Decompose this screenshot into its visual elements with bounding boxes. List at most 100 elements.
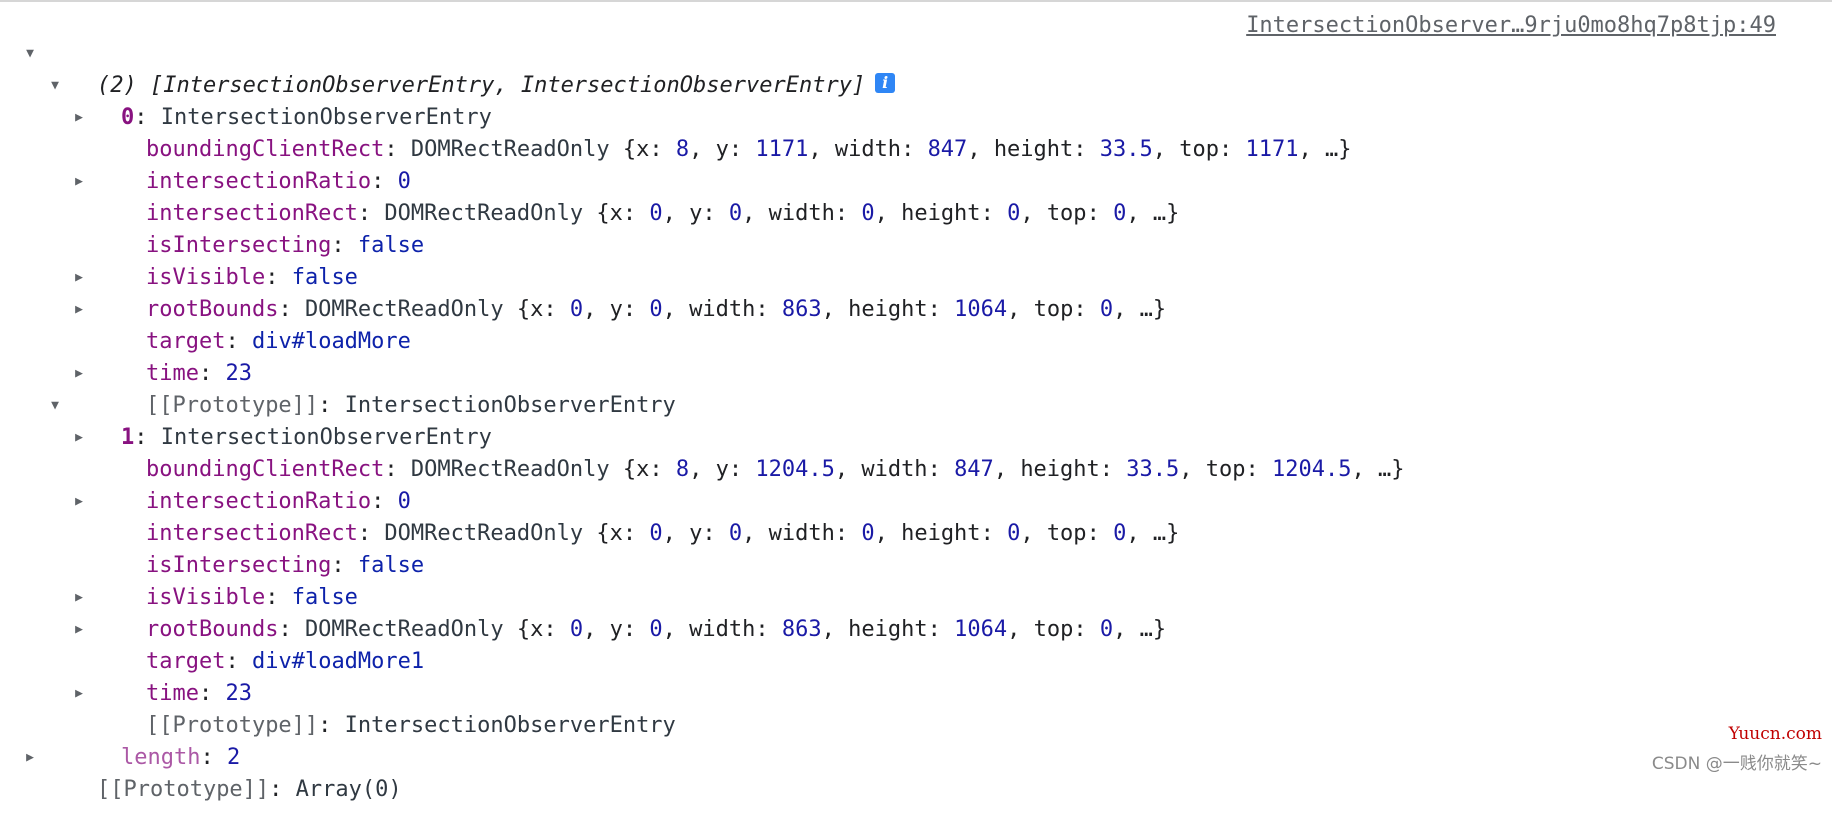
rect-value: 0 bbox=[649, 297, 663, 322]
property-key: boundingClientRect bbox=[145, 137, 385, 162]
collapsed-triangle-icon[interactable]: ▶ bbox=[75, 494, 83, 509]
property-key: [[Prototype]] bbox=[96, 777, 270, 802]
property-value: false bbox=[357, 233, 425, 258]
rect-label: height bbox=[901, 521, 981, 546]
entry-type: IntersectionObserverEntry bbox=[160, 105, 492, 130]
target-node-link[interactable]: div#loadMore bbox=[251, 329, 411, 354]
rect-label: y bbox=[715, 137, 729, 162]
property-row: isIntersecting: false bbox=[145, 233, 425, 258]
collapsed-triangle-icon[interactable]: ▶ bbox=[75, 270, 83, 285]
prototype-row[interactable]: ▶[[Prototype]]: IntersectionObserverEntr… bbox=[0, 678, 1832, 738]
info-icon[interactable]: i bbox=[875, 73, 896, 93]
rect-value: 863 bbox=[781, 297, 822, 322]
property-row[interactable]: ▶intersectionRect: DOMRectReadOnly {x: 0… bbox=[0, 166, 1832, 226]
property-row: time: 23 bbox=[145, 361, 252, 386]
rect-label: top bbox=[1179, 137, 1220, 162]
array-prototype-row[interactable]: ▶[[Prototype]]: Array(0) bbox=[0, 742, 1832, 802]
property-type: DOMRectReadOnly bbox=[304, 617, 504, 642]
expanded-triangle-icon[interactable]: ▼ bbox=[26, 46, 34, 61]
collapsed-triangle-icon[interactable]: ▶ bbox=[75, 430, 83, 445]
property-key: time bbox=[145, 681, 199, 706]
ellipsis: … bbox=[1325, 137, 1339, 162]
property-row[interactable]: ▶rootBounds: DOMRectReadOnly {x: 0, y: 0… bbox=[0, 582, 1832, 642]
rect-label: height bbox=[848, 617, 928, 642]
rect-label: height bbox=[993, 137, 1074, 162]
entry-type: IntersectionObserverEntry bbox=[160, 425, 492, 450]
rect-label: top bbox=[1033, 617, 1074, 642]
property-row: intersectionRatio: 0 bbox=[145, 169, 411, 194]
console-object-tree: ▼(2) [IntersectionObserverEntry, Interse… bbox=[0, 38, 1832, 802]
collapsed-triangle-icon[interactable]: ▶ bbox=[75, 174, 83, 189]
collapsed-triangle-icon[interactable]: ▶ bbox=[75, 686, 83, 701]
entry-row-0[interactable]: ▼0: IntersectionObserverEntry bbox=[0, 70, 1832, 130]
array-summary-row[interactable]: ▼(2) [IntersectionObserverEntry, Interse… bbox=[0, 38, 1832, 98]
property-row: isIntersecting: false bbox=[145, 553, 425, 578]
prototype-row[interactable]: ▶[[Prototype]]: IntersectionObserverEntr… bbox=[0, 358, 1832, 418]
rect-label: x bbox=[530, 297, 544, 322]
target-node-link[interactable]: div#loadMore1 bbox=[251, 649, 425, 674]
rect-value: 33.5 bbox=[1126, 457, 1180, 482]
collapsed-triangle-icon[interactable]: ▶ bbox=[75, 590, 83, 605]
property-key: intersectionRect bbox=[145, 201, 358, 226]
rect-value: 33.5 bbox=[1099, 137, 1153, 162]
collapsed-triangle-icon[interactable]: ▶ bbox=[75, 302, 83, 317]
property-row[interactable]: ▶target: div#loadMore bbox=[0, 294, 1832, 354]
entry-index: 0 bbox=[120, 105, 135, 130]
watermark-site: Yuucn.com bbox=[1728, 724, 1822, 744]
rect-label: width bbox=[834, 137, 902, 162]
property-key: target bbox=[145, 329, 226, 354]
property-key: time bbox=[145, 361, 199, 386]
property-row[interactable]: ▶boundingClientRect: DOMRectReadOnly {x:… bbox=[0, 422, 1832, 482]
expanded-triangle-icon[interactable]: ▼ bbox=[51, 398, 59, 413]
property-row[interactable]: ▶boundingClientRect: DOMRectReadOnly {x:… bbox=[0, 102, 1832, 162]
collapsed-triangle-icon[interactable]: ▶ bbox=[75, 110, 83, 125]
rect-value: 0 bbox=[861, 201, 875, 226]
rect-label: width bbox=[689, 297, 756, 322]
rect-value: 1171 bbox=[755, 137, 809, 162]
property-key: isIntersecting bbox=[145, 553, 332, 578]
property-row[interactable]: ▶rootBounds: DOMRectReadOnly {x: 0, y: 0… bbox=[0, 262, 1832, 322]
rect-value: 0 bbox=[569, 617, 584, 642]
rect-label: width bbox=[861, 457, 928, 482]
property-value: false bbox=[291, 265, 358, 290]
collapsed-triangle-icon[interactable]: ▶ bbox=[26, 750, 34, 765]
ellipsis: … bbox=[1378, 457, 1392, 482]
rect-value: 0 bbox=[1007, 521, 1021, 546]
top-divider bbox=[0, 0, 1832, 2]
rect-value: 847 bbox=[927, 137, 968, 162]
rect-value: 0 bbox=[728, 521, 743, 546]
property-key: intersectionRatio bbox=[145, 489, 372, 514]
expanded-triangle-icon[interactable]: ▼ bbox=[51, 78, 59, 93]
rect-label: height bbox=[848, 297, 928, 322]
property-value: 0 bbox=[397, 169, 411, 194]
property-value: false bbox=[291, 585, 358, 610]
property-key: rootBounds bbox=[145, 617, 279, 642]
rect-value: 1171 bbox=[1245, 137, 1299, 162]
rect-value: 8 bbox=[675, 457, 690, 482]
property-row: time: 23 bbox=[145, 681, 252, 706]
rect-label: top bbox=[1033, 297, 1074, 322]
entry-index: 1 bbox=[120, 425, 135, 450]
source-link[interactable]: IntersectionObserver…9rju0mo8hq7p8tjp:49 bbox=[1246, 13, 1776, 38]
property-key: isVisible bbox=[145, 585, 266, 610]
rect-label: height bbox=[901, 201, 981, 226]
rect-value: 847 bbox=[954, 457, 994, 482]
rect-value: 0 bbox=[569, 297, 584, 322]
property-key: boundingClientRect bbox=[145, 457, 385, 482]
property-key: intersectionRatio bbox=[145, 169, 372, 194]
rect-label: x bbox=[636, 457, 650, 482]
entry-row-1[interactable]: ▼1: IntersectionObserverEntry bbox=[0, 390, 1832, 450]
rect-value: 0 bbox=[649, 201, 663, 226]
property-value: 0 bbox=[397, 489, 411, 514]
property-row[interactable]: ▶target: div#loadMore1 bbox=[0, 614, 1832, 674]
collapsed-triangle-icon[interactable]: ▶ bbox=[75, 366, 83, 381]
property-type: DOMRectReadOnly bbox=[410, 457, 610, 482]
rect-label: y bbox=[609, 617, 623, 642]
property-value: IntersectionObserverEntry bbox=[344, 393, 676, 418]
rect-label: x bbox=[636, 137, 650, 162]
rect-label: y bbox=[609, 297, 623, 322]
property-key: [[Prototype]] bbox=[145, 713, 319, 738]
property-row[interactable]: ▶intersectionRect: DOMRectReadOnly {x: 0… bbox=[0, 486, 1832, 546]
length-row: length: 2 bbox=[120, 745, 241, 770]
collapsed-triangle-icon[interactable]: ▶ bbox=[75, 622, 83, 637]
